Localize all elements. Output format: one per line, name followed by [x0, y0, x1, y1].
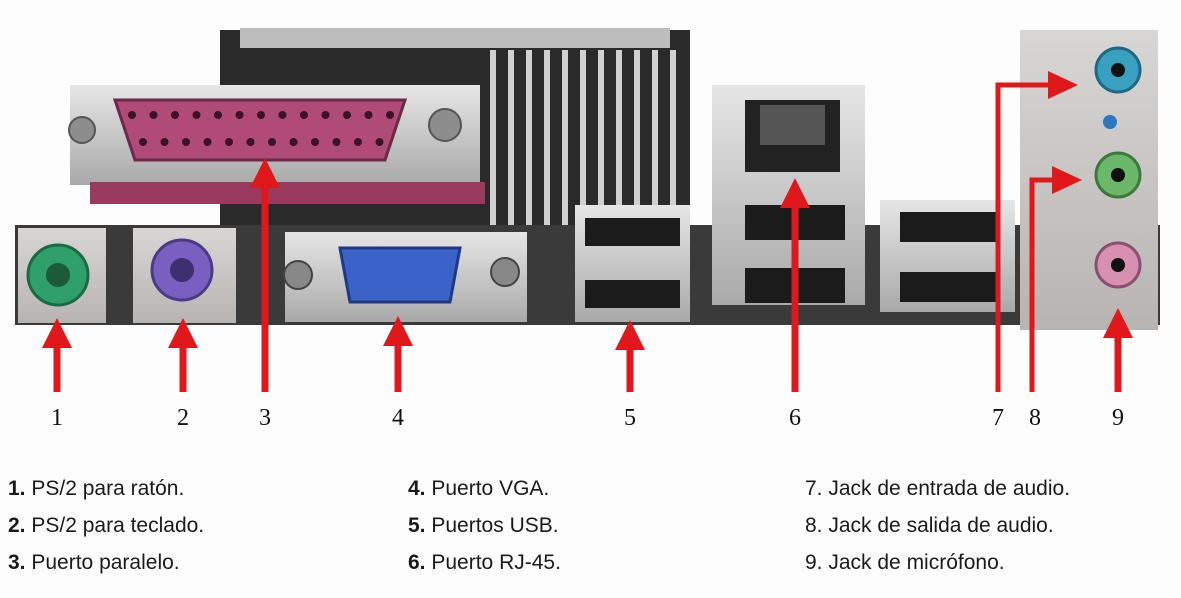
pin — [278, 111, 287, 119]
heatsink-fin — [598, 50, 604, 270]
arrow-3-head — [250, 158, 280, 188]
pin — [354, 138, 362, 146]
heatsink-fin — [526, 50, 532, 270]
vga-port — [283, 232, 527, 322]
heatsink-fin — [670, 50, 676, 270]
legend-item: 2. PS/2 para teclado. — [8, 514, 205, 537]
legend-item: 6. Puerto RJ-45. — [408, 551, 561, 574]
callout-number-9: 9 — [1112, 405, 1124, 431]
heatsink-fin — [652, 50, 658, 270]
callout-number-8: 8 — [1029, 405, 1041, 431]
callout-number-7: 7 — [992, 405, 1004, 431]
arrow-2-head — [168, 318, 198, 348]
callout-number-2: 2 — [177, 405, 189, 431]
pin — [311, 138, 319, 146]
legend-column-2: 4. Puerto VGA. 5. Puertos USB. 6. Puerto… — [408, 470, 561, 581]
legend-item: 7. Jack de entrada de audio. — [805, 477, 1071, 500]
pin — [139, 138, 147, 146]
pin — [289, 138, 298, 146]
pin — [343, 111, 351, 119]
pin — [128, 111, 136, 119]
pin — [149, 111, 158, 119]
pin — [214, 111, 222, 119]
legend-column-3: 7. Jack de entrada de audio. 8. Jack de … — [805, 470, 1070, 581]
callout-number-5: 5 — [624, 405, 636, 431]
pin — [332, 138, 341, 146]
heatsink-fin — [562, 50, 568, 270]
arrow-9-head — [1103, 308, 1133, 338]
ps2-keyboard-port — [133, 228, 236, 323]
parallel-port — [68, 85, 485, 204]
arrow-8 — [1029, 177, 1057, 392]
pin — [375, 138, 384, 146]
heatsink-fin — [490, 50, 496, 270]
pin — [171, 111, 179, 119]
pin — [321, 111, 330, 119]
arrow-5-head — [615, 320, 645, 350]
legend-item: 4. Puerto VGA. — [408, 477, 550, 500]
pin — [160, 138, 169, 146]
heatsink-fin — [544, 50, 550, 270]
pin — [300, 111, 308, 119]
legend-item: 3. Puerto paralelo. — [8, 551, 180, 574]
legend-item: 8. Jack de salida de audio. — [805, 514, 1054, 537]
pin — [235, 111, 244, 119]
arrow-4-head — [383, 316, 413, 346]
arrow-7 — [995, 82, 1053, 392]
arrow-7-head — [1048, 71, 1078, 99]
pin — [192, 111, 201, 119]
callout-number-4: 4 — [392, 405, 404, 431]
pin — [268, 138, 276, 146]
callout-number-1: 1 — [51, 405, 63, 431]
heatsink-fin — [634, 50, 640, 270]
legend-item: 1. PS/2 para ratón. — [8, 477, 185, 500]
usb-ports-stack-2 — [880, 200, 1015, 312]
pin — [257, 111, 265, 119]
callout-number-6: 6 — [789, 405, 801, 431]
arrow-8-head — [1052, 166, 1082, 194]
pin — [225, 138, 233, 146]
pin — [246, 138, 255, 146]
pin — [203, 138, 212, 146]
heatsink-fin — [580, 50, 586, 270]
legend-item: 9. Jack de micrófono. — [805, 551, 1005, 574]
pin — [364, 111, 373, 119]
legend-column-1: 1. PS/2 para ratón. 2. PS/2 para teclado… — [8, 470, 204, 581]
pin — [182, 138, 190, 146]
heatsink-fin — [616, 50, 622, 270]
pin — [386, 111, 394, 119]
usb-ports-stack-1 — [575, 205, 690, 322]
arrow-1-head — [42, 318, 72, 348]
heatsink-fin — [508, 50, 514, 270]
back-panel-illustration — [15, 28, 1160, 392]
callout-number-3: 3 — [259, 405, 271, 431]
arrow-6-head — [780, 178, 810, 208]
ps2-mouse-port — [18, 228, 106, 323]
legend-item: 5. Puertos USB. — [408, 514, 559, 537]
